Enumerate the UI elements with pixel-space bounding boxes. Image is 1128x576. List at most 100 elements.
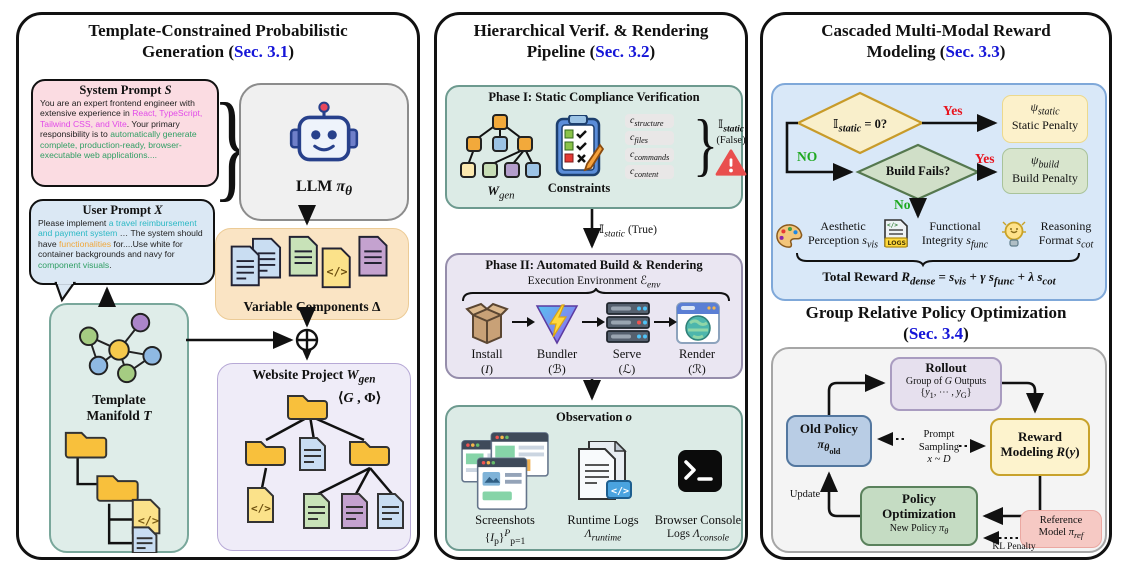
- section-3-1-link: Sec. 3.1: [234, 41, 289, 61]
- wgen-tree-icon: [460, 114, 541, 178]
- prompt-sampling-label: Prompt Sampling x ~ D: [918, 429, 960, 466]
- static-true-gate-label: 𝕀static (True): [599, 222, 657, 240]
- variable-components-label: Variable Components Δ: [243, 299, 381, 314]
- static-indicator-false: 𝕀static (False): [716, 117, 746, 147]
- website-project-label: Website Project Wgen: [252, 367, 376, 386]
- phase2-box: Phase II: Automated Build & Rendering Ex…: [445, 253, 743, 379]
- system-prompt-bubble: System Prompt S You are an expert fronte…: [31, 79, 219, 187]
- system-prompt-text: You are an expert frontend engineer with…: [40, 98, 203, 161]
- grpo-box: Rollout Group of G Outputs {y1, ⋯ , yG} …: [771, 347, 1107, 553]
- total-reward-equation: Total Reward Rdense = svis + γ sfunc + λ…: [822, 269, 1056, 288]
- screenshots-label: Screenshots {Ip}Pp=1: [475, 513, 535, 548]
- network-graph-icon: [79, 312, 162, 384]
- variable-components-box: </> Variable Components Δ: [215, 228, 409, 320]
- no-label-2: No: [894, 197, 911, 212]
- constraint-structure: cstructure: [625, 114, 675, 128]
- no-label-1: NO: [797, 149, 818, 164]
- lightbulb-icon: [1002, 221, 1026, 247]
- robot-icon: [289, 101, 359, 162]
- kl-penalty-label: KL Penalty: [992, 542, 1036, 552]
- logs-badge-icon: </> LOGS: [884, 219, 908, 248]
- rollout-box: Rollout Group of G Outputs {y1, ⋯ , yG}: [890, 357, 1002, 411]
- user-bubble-tail: [54, 281, 77, 303]
- terminal-icon: [678, 450, 722, 492]
- package-icon: [465, 302, 509, 345]
- template-folder-tree-icon: </>: [64, 431, 161, 555]
- llm-box: LLM πθ: [239, 83, 409, 221]
- svg-text:</>: </>: [887, 222, 898, 229]
- svg-text:</>: </>: [251, 502, 271, 515]
- browser-render-icon: [676, 302, 720, 344]
- step-install: Install(I): [471, 347, 503, 376]
- palette-icon: [776, 224, 803, 248]
- arrow-serve-render: [654, 316, 677, 329]
- section-3-4-link: Sec. 3.4: [908, 323, 964, 343]
- clipboard-checklist-icon: [555, 115, 605, 177]
- old-policy-box: Old Policy πθold: [786, 415, 872, 467]
- env-overbrace: [462, 288, 730, 302]
- policy-optimization-box: Policy Optimization New Policy πθ: [860, 486, 978, 546]
- observation-box: Observation o: [445, 405, 743, 551]
- arrow-bundler-serve: [582, 316, 605, 329]
- llm-label: LLM πθ: [295, 178, 353, 199]
- graph-phi-tuple: ⟨G , Φ⟩: [338, 391, 382, 406]
- document-stack-icon: </>: [230, 235, 388, 289]
- svg-text:LOGS: LOGS: [888, 240, 907, 247]
- execution-env-label: Execution Environment ℰenv: [527, 275, 661, 291]
- wgen-label: Wgen: [487, 183, 515, 202]
- update-label: Update: [789, 489, 821, 500]
- section-3-2-link: Sec. 3.2: [595, 41, 650, 61]
- yes-label-2: Yes: [975, 151, 995, 166]
- static-check-diamond-label: 𝕀static = 0?: [832, 116, 888, 135]
- panel-verification-pipeline: Hierarchical Verif. & Rendering Pipeline…: [434, 12, 748, 560]
- left-panel-title: Template-Constrained Probabilistic Gener…: [88, 21, 348, 61]
- grpo-title: Group Relative Policy Optimization (Sec.…: [805, 303, 1067, 343]
- build-fails-diamond-label: Build Fails?: [885, 164, 951, 178]
- section-3-3-link: Sec. 3.3: [945, 41, 1000, 61]
- runtime-logs-label: Runtime Logs Λruntime: [567, 513, 639, 544]
- website-project-box: Website Project Wgen ⟨G , Φ⟩ </>: [217, 363, 411, 551]
- console-logs-label: Browser Console Logs Λconsole: [654, 513, 742, 544]
- system-prompt-title: System Prompt S: [79, 83, 172, 97]
- svg-text:</>: </>: [611, 486, 629, 497]
- reward-title: Cascaded Multi-Modal Reward Modeling (Se…: [821, 21, 1051, 61]
- user-prompt-bubble: User Prompt X Please implement a travel …: [29, 199, 215, 285]
- step-render: Render(ℛ): [678, 347, 716, 376]
- runtime-logs-icon: </>: [578, 441, 632, 500]
- middle-panel-title: Hierarchical Verif. & Rendering Pipeline…: [473, 21, 709, 61]
- oplus-icon: [295, 328, 319, 352]
- yes-label-1: Yes: [943, 103, 963, 118]
- constraint-pills: cstructure cfiles ccommands ccontent: [625, 114, 675, 182]
- screenshots-icon: [461, 432, 549, 510]
- arrow-install-bundler: [512, 316, 535, 329]
- constraints-brace: }: [693, 106, 718, 184]
- svg-text:</>: </>: [327, 265, 348, 279]
- step-serve: Serve(ℒ): [612, 347, 642, 376]
- vite-bundler-icon: [535, 304, 579, 345]
- svg-text:</>: </>: [138, 513, 159, 527]
- phase1-box: Phase I: Static Compliance Verification: [445, 85, 747, 209]
- server-icon: [606, 302, 650, 343]
- constraint-files: cfiles: [625, 131, 675, 145]
- constraint-commands: ccommands: [625, 148, 675, 162]
- phase2-title: Phase II: Automated Build & Rendering: [485, 258, 703, 272]
- constraint-content: ccontent: [625, 165, 675, 179]
- user-prompt-text: Please implement a travel reimbursement …: [38, 218, 203, 270]
- total-underbrace: [796, 252, 1080, 268]
- panel-reward-and-grpo: Cascaded Multi-Modal Reward Modeling (Se…: [760, 12, 1112, 560]
- user-prompt-title: User Prompt X: [82, 203, 163, 217]
- constraints-label: Constraints: [547, 181, 611, 195]
- step-bundler: Bundler(ℬ): [536, 347, 578, 376]
- phase1-title: Phase I: Static Compliance Verification: [488, 90, 700, 104]
